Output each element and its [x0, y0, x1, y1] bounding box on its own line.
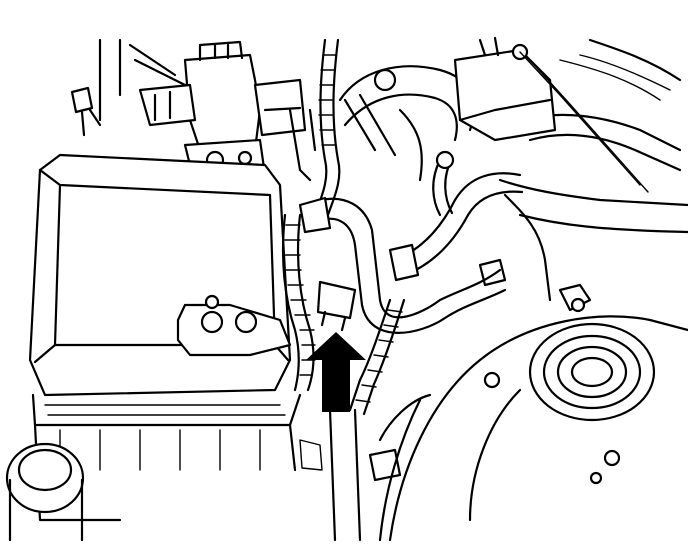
- frame-rail: [299, 408, 362, 542]
- arrow-up-icon: [306, 332, 366, 412]
- wiring-harness: [281, 38, 406, 416]
- connector-pigtail: [70, 86, 102, 137]
- hose: [298, 150, 524, 334]
- lower-cap: [5, 442, 85, 542]
- battery-terminal-clamp: [176, 294, 292, 357]
- connector-tab: [316, 280, 357, 332]
- reservoir-cap: [453, 36, 649, 193]
- strut-tower: [368, 297, 688, 542]
- body-bracket: [478, 178, 688, 312]
